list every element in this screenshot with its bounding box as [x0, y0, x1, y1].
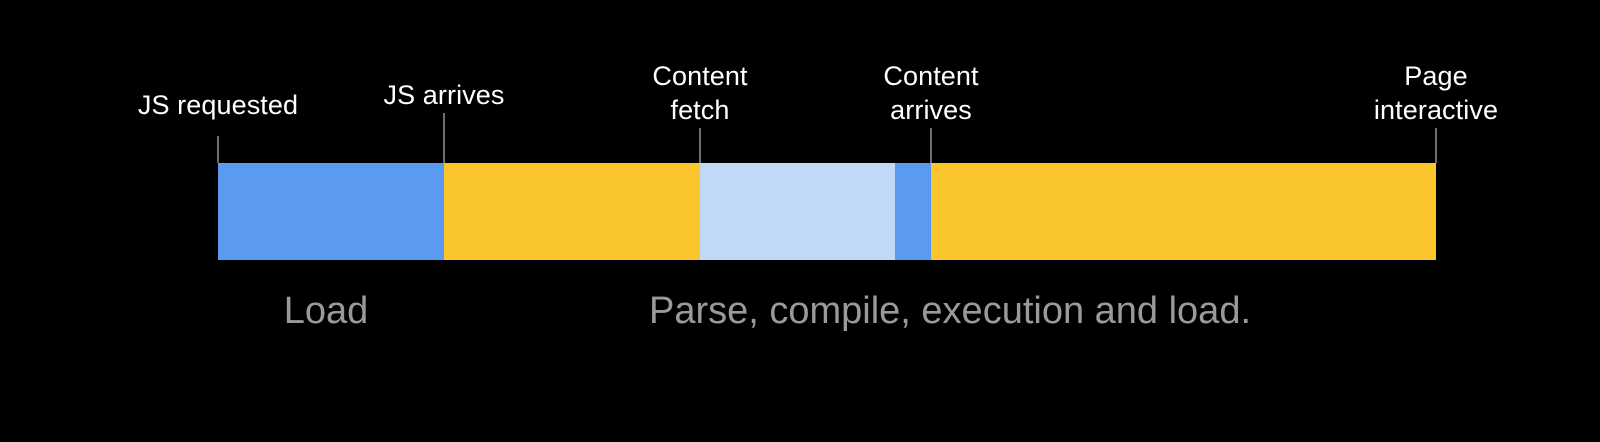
leader-line-js-arrives: [443, 113, 445, 163]
timeline-segment-content-load: [895, 163, 931, 260]
timeline-segment-content-fetch: [700, 163, 895, 260]
marker-js-arrives: JS arrives: [383, 78, 504, 112]
marker-label-page-interactive: Page interactive: [1373, 61, 1499, 125]
timeline-segment-parse-2: [931, 163, 1436, 260]
timeline-bar: [218, 163, 1436, 260]
timeline-segment-load: [218, 163, 444, 260]
marker-label-js-arrives: JS arrives: [383, 80, 505, 110]
marker-label-content-arrives: Content arrives: [883, 61, 979, 125]
marker-label-js-requested: JS requested: [137, 90, 299, 120]
phase-caption-parse-phase: Parse, compile, execution and load.: [648, 290, 1252, 332]
marker-label-content-fetch: Content fetch: [652, 61, 748, 125]
leader-line-js-requested: [217, 136, 219, 163]
leader-line-page-interactive: [1435, 128, 1437, 163]
marker-page-interactive: Page interactive: [1374, 59, 1498, 127]
phase-caption-load-phase: Load: [283, 290, 369, 332]
marker-content-fetch: Content fetch: [652, 59, 747, 127]
marker-content-arrives: Content arrives: [883, 59, 978, 127]
leader-line-content-fetch: [699, 128, 701, 163]
leader-line-content-arrives: [930, 128, 932, 163]
marker-js-requested: JS requested: [138, 88, 298, 122]
timeline-segment-parse-1: [444, 163, 700, 260]
